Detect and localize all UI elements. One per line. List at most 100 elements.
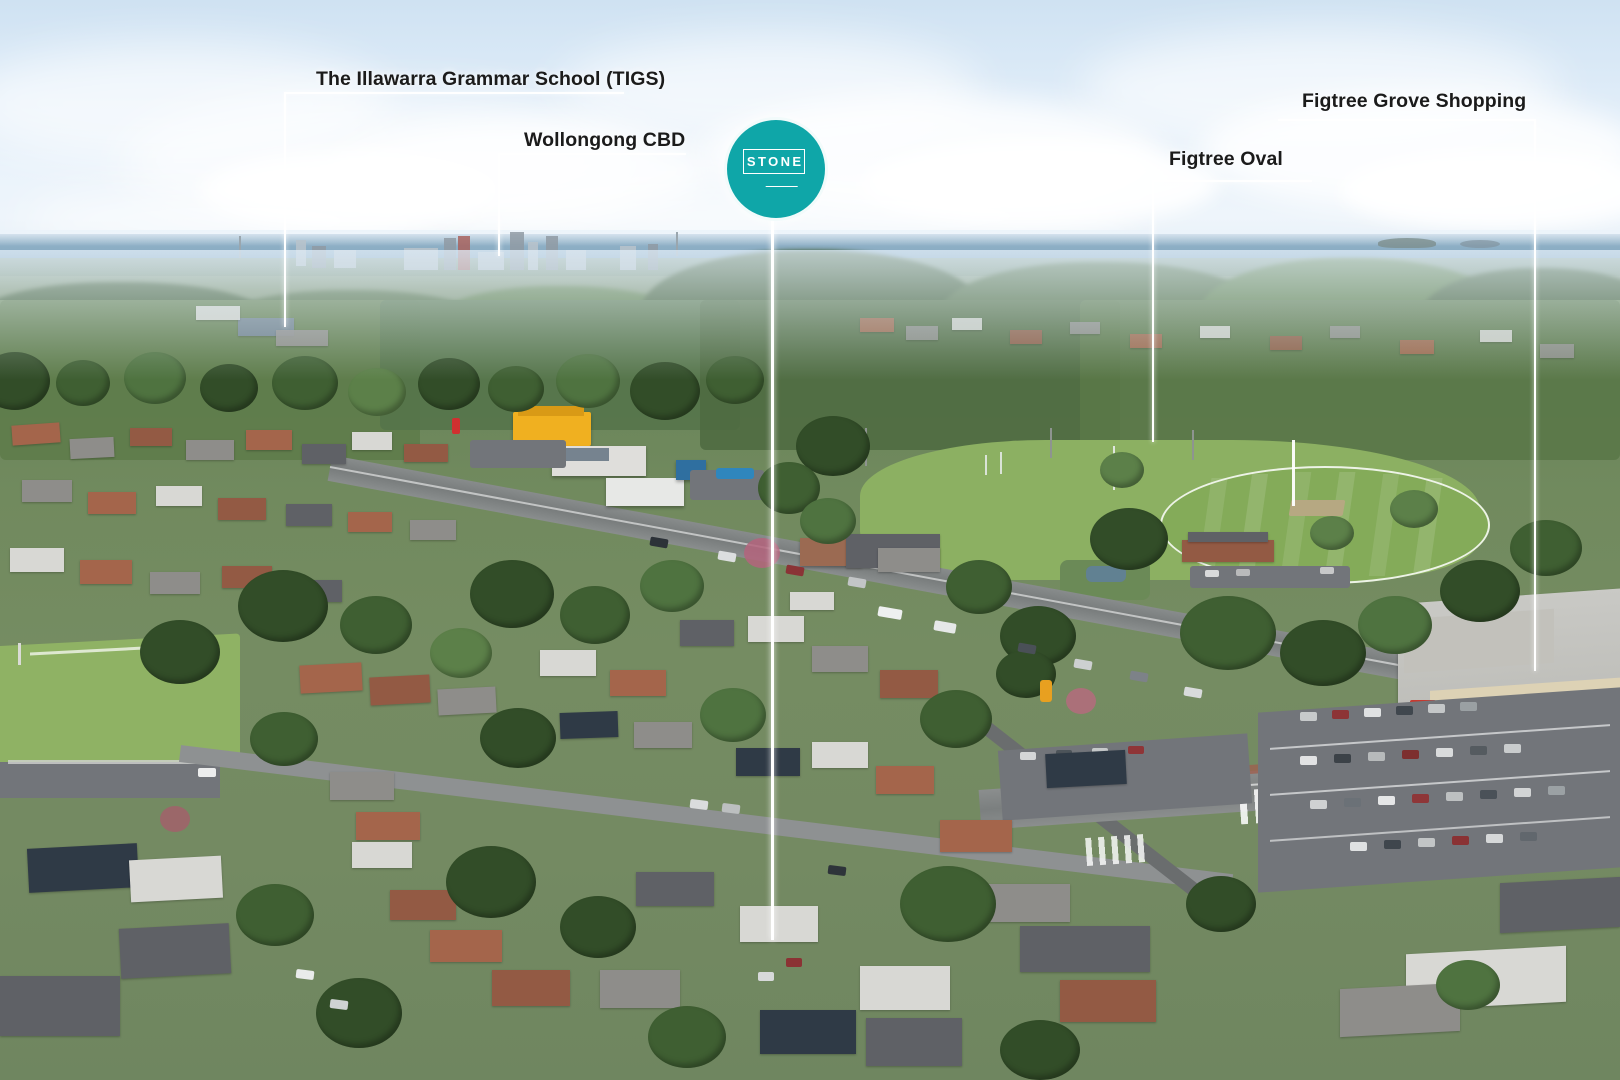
annotation-label-figtree-oval[interactable]: Figtree Oval [1169,148,1283,170]
goal-post [1000,452,1002,474]
house-roof [1200,326,1230,338]
house-roof [812,646,868,672]
cbd-building [566,250,586,270]
retail-building [606,478,684,506]
horizon-haze [0,230,1620,246]
stone-logo-text: STONE [746,154,804,169]
car [1480,790,1497,799]
tree [488,366,544,412]
house-roof [330,772,394,800]
goal-post [18,643,21,665]
house-roof [22,480,72,502]
house-roof [299,662,363,694]
house-roof [988,884,1070,922]
cbd-tower [648,244,658,270]
bus [716,468,754,479]
tree [238,570,328,642]
house-roof [430,930,502,962]
stone-logo-tail [755,174,799,187]
headland [1378,238,1436,248]
cbd-tower [510,232,524,270]
car-park [0,762,220,798]
cbd-building [404,248,438,270]
tree [250,712,318,766]
tree [700,688,766,742]
tree [200,364,258,412]
house-roof [906,326,938,340]
tree [430,628,492,678]
tree [1358,596,1432,654]
light-pole [1192,430,1194,460]
house-roof [352,432,392,450]
house-roof [130,428,172,446]
house-roof [610,670,666,696]
cbd-tower [296,240,306,266]
house-roof [352,842,412,868]
house-roof [880,670,938,698]
car [1128,746,1144,754]
house-roof [150,572,200,594]
tree [140,620,220,684]
cbd-tower [444,238,456,270]
car [1520,832,1537,841]
house-roof [1060,980,1156,1022]
house-roof [540,650,596,676]
house-roof [410,520,456,540]
stone-logo-badge[interactable]: STONE [724,117,828,221]
tree [640,560,704,612]
house-roof [80,560,132,584]
tree [946,560,1012,614]
house-roof [246,430,292,450]
tree [236,884,314,946]
tree [560,586,630,644]
light-pole [1050,428,1052,458]
house-roof [740,906,818,942]
house-roof [1400,340,1434,354]
goal-post [985,455,987,475]
tree [1000,1020,1080,1080]
flowering-tree [1066,688,1096,714]
house-roof [866,1018,962,1066]
house-roof [860,966,950,1010]
tree [1440,560,1520,622]
tree [272,356,338,410]
house-roof [1070,322,1100,334]
house-roof [940,820,1012,852]
car [1412,794,1429,803]
house-roof [812,742,868,768]
car [1332,710,1349,719]
car [1402,750,1419,759]
flowering-tree [160,806,190,832]
house-roof [302,444,346,464]
house-roof [404,444,448,462]
house-roof [1330,326,1360,338]
annotation-label-wollongong-cbd[interactable]: Wollongong CBD [524,129,686,151]
house-roof [128,855,224,903]
car [1320,567,1334,574]
tree [706,356,764,404]
solar-panels [563,448,609,461]
car [1205,570,1219,577]
cricket-pitch [1288,500,1346,516]
house-roof [1480,330,1512,342]
car [786,958,802,967]
house-roof [876,766,934,794]
cbd-tower-red [458,236,470,270]
tree [1436,960,1500,1010]
house-roof [636,872,714,906]
vegetation-patch [1080,300,1620,460]
house-roof [88,492,136,514]
annotation-label-tigs[interactable]: The Illawarra Grammar School (TIGS) [316,68,666,90]
house-roof [390,890,456,920]
car [1436,748,1453,757]
tree [630,362,700,420]
annotation-label-figtree-grove[interactable]: Figtree Grove Shopping [1302,90,1527,112]
playground [1086,566,1126,582]
construction-vehicle [1040,680,1052,702]
house-roof [69,436,115,460]
house-roof-solar [559,710,619,740]
house-roof [1270,336,1302,350]
house-roof [748,616,804,642]
car [1486,834,1503,843]
house-roof [118,923,232,979]
